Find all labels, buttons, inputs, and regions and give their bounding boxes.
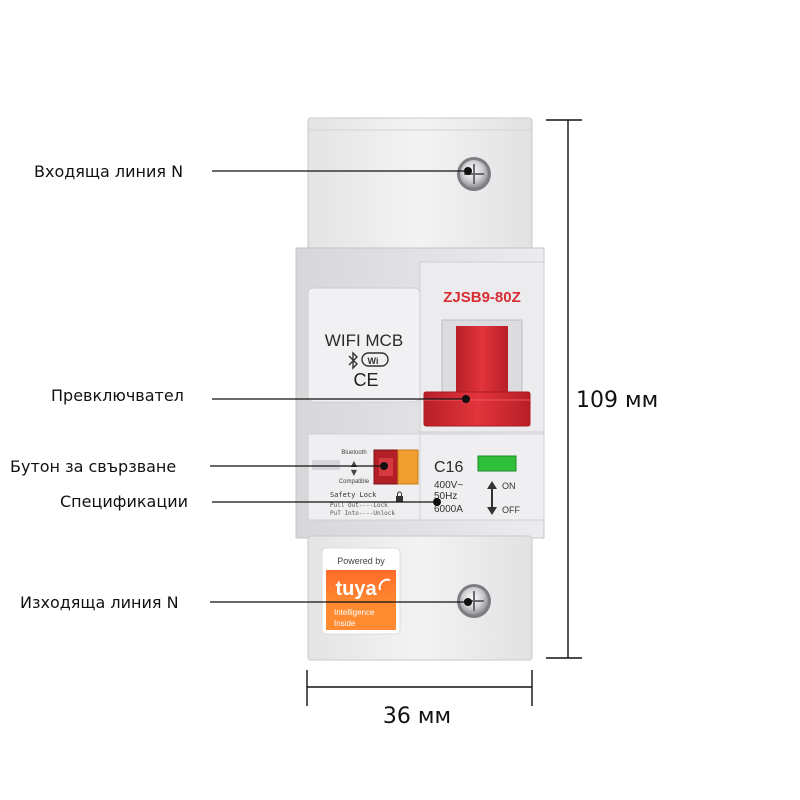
model-label: ZJSB9-80Z (443, 289, 521, 306)
ce-mark: CE (353, 370, 378, 390)
tuya-wifi-icon (378, 578, 391, 591)
width-dimension: 36 мм (306, 670, 533, 729)
callout-incoming: Входяща линия N (34, 162, 472, 181)
product-label: WIFI MCB (325, 331, 403, 350)
svg-text:Wi: Wi (368, 356, 379, 366)
tuya-logo: tuya (335, 578, 377, 600)
callout-switch: Превключвател (51, 386, 470, 405)
tuya-badge: Powered by tuya Intelligence Inside (321, 547, 401, 635)
pairing-button[interactable] (373, 449, 419, 485)
rating-label: C16 (434, 459, 463, 476)
svg-text:Bluetooth: Bluetooth (341, 450, 366, 456)
callout-pair-button-label: Бутон за свързване (10, 457, 176, 476)
pairing-slot (312, 460, 340, 470)
arrow-down-icon: ▼ (351, 468, 358, 477)
on-label: ON (502, 481, 516, 491)
svg-text:Inside: Inside (334, 619, 356, 628)
svg-text:Pull Out----Lock: Pull Out----Lock (330, 502, 388, 509)
top-screw (457, 157, 491, 191)
bluetooth-icon (348, 351, 358, 370)
svg-text:PuT Into----Unlock: PuT Into----Unlock (330, 510, 395, 517)
callout-switch-label: Превключвател (51, 386, 184, 405)
bottom-screw (457, 584, 491, 618)
width-label: 36 мм (383, 704, 451, 729)
height-dimension: 109 мм (546, 119, 658, 659)
callout-incoming-label: Входяща линия N (34, 162, 183, 181)
capacity-label: 6000A (434, 504, 463, 515)
switch-handle[interactable] (423, 326, 531, 427)
on-off-arrow-icon (487, 481, 497, 515)
voltage-label: 400V~ (434, 480, 463, 491)
callout-specs: Спецификации (60, 492, 441, 511)
arrow-up-icon: ▲ (351, 459, 358, 468)
breaker-device: WIFI MCB Wi CE ZJSB9-80Z Bluetooth ▲ ▼ C… (295, 117, 545, 661)
callout-outgoing: Изходяща линия N (20, 593, 472, 612)
wifi-icon: Wi (361, 352, 389, 367)
callout-specs-label: Спецификации (60, 492, 188, 511)
svg-text:Safety Lock: Safety Lock (330, 491, 377, 499)
off-label: OFF (502, 505, 520, 515)
top-terminal-block (307, 117, 533, 251)
height-label: 109 мм (576, 388, 658, 413)
callout-pair-button: Бутон за свързване (10, 457, 388, 476)
svg-text:Powered by: Powered by (337, 556, 385, 566)
svg-text:Intelligence: Intelligence (334, 608, 375, 617)
svg-text:Compatible: Compatible (339, 479, 370, 485)
frequency-label: 50Hz (434, 491, 457, 502)
status-indicator (477, 455, 517, 472)
callout-outgoing-label: Изходяща линия N (20, 593, 179, 612)
lock-icon (396, 491, 403, 502)
spec-panel (419, 433, 545, 521)
